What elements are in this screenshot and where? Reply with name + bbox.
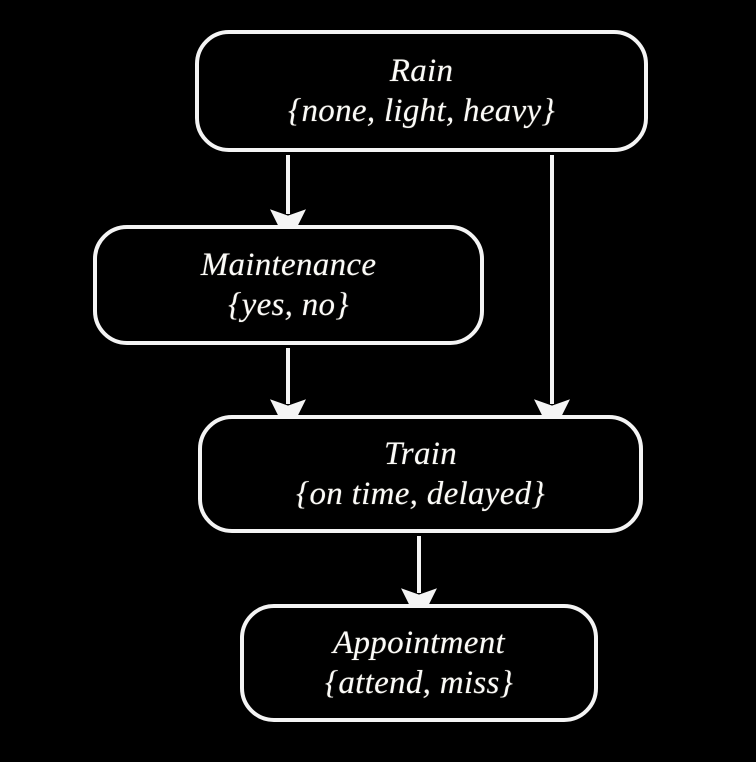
node-rain[interactable]: Rain {none, light, heavy}: [195, 30, 648, 152]
node-rain-title: Rain: [389, 52, 454, 89]
node-train-states: {on time, delayed}: [296, 475, 545, 512]
node-appointment[interactable]: Appointment {attend, miss}: [240, 604, 598, 722]
node-appointment-title: Appointment: [333, 624, 505, 661]
node-train-title: Train: [383, 435, 458, 472]
node-maintenance[interactable]: Maintenance {yes, no}: [93, 225, 484, 345]
node-appointment-states: {attend, miss}: [324, 664, 514, 701]
node-rain-states: {none, light, heavy}: [288, 92, 555, 129]
node-maintenance-states: {yes, no}: [228, 286, 349, 323]
node-maintenance-title: Maintenance: [200, 246, 377, 283]
node-train[interactable]: Train {on time, delayed}: [198, 415, 643, 533]
